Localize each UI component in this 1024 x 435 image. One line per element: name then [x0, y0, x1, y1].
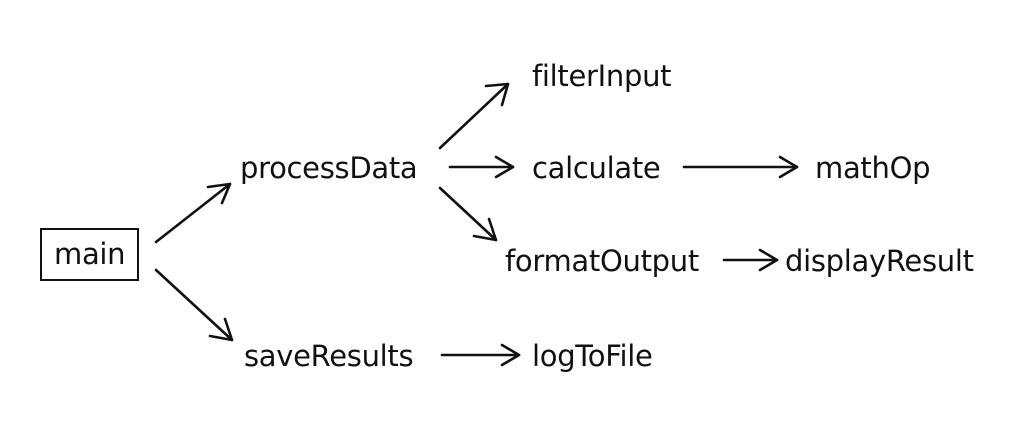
node-saveResults: saveResults [244, 339, 414, 373]
edge-saveResults-to-logToFile [440, 343, 521, 367]
node-processData: processData [240, 151, 418, 185]
node-main: main [40, 228, 140, 281]
edge-processData-to-filterInput [438, 82, 510, 150]
edge-processData-to-calculate [448, 155, 515, 179]
edge-main-to-saveResults [154, 268, 234, 342]
node-filterInput: filterInput [532, 59, 672, 93]
node-calculate: calculate [532, 151, 661, 185]
node-mathOp: mathOp [815, 151, 931, 185]
edge-main-to-processData [154, 182, 232, 244]
node-formatOutput: formatOutput [505, 244, 699, 278]
edge-formatOutput-to-displayResult [722, 248, 779, 272]
node-logToFile: logToFile [532, 339, 653, 373]
edge-processData-to-formatOutput [438, 186, 498, 242]
node-displayResult: displayResult [785, 244, 974, 278]
edge-calculate-to-mathOp [682, 155, 799, 179]
